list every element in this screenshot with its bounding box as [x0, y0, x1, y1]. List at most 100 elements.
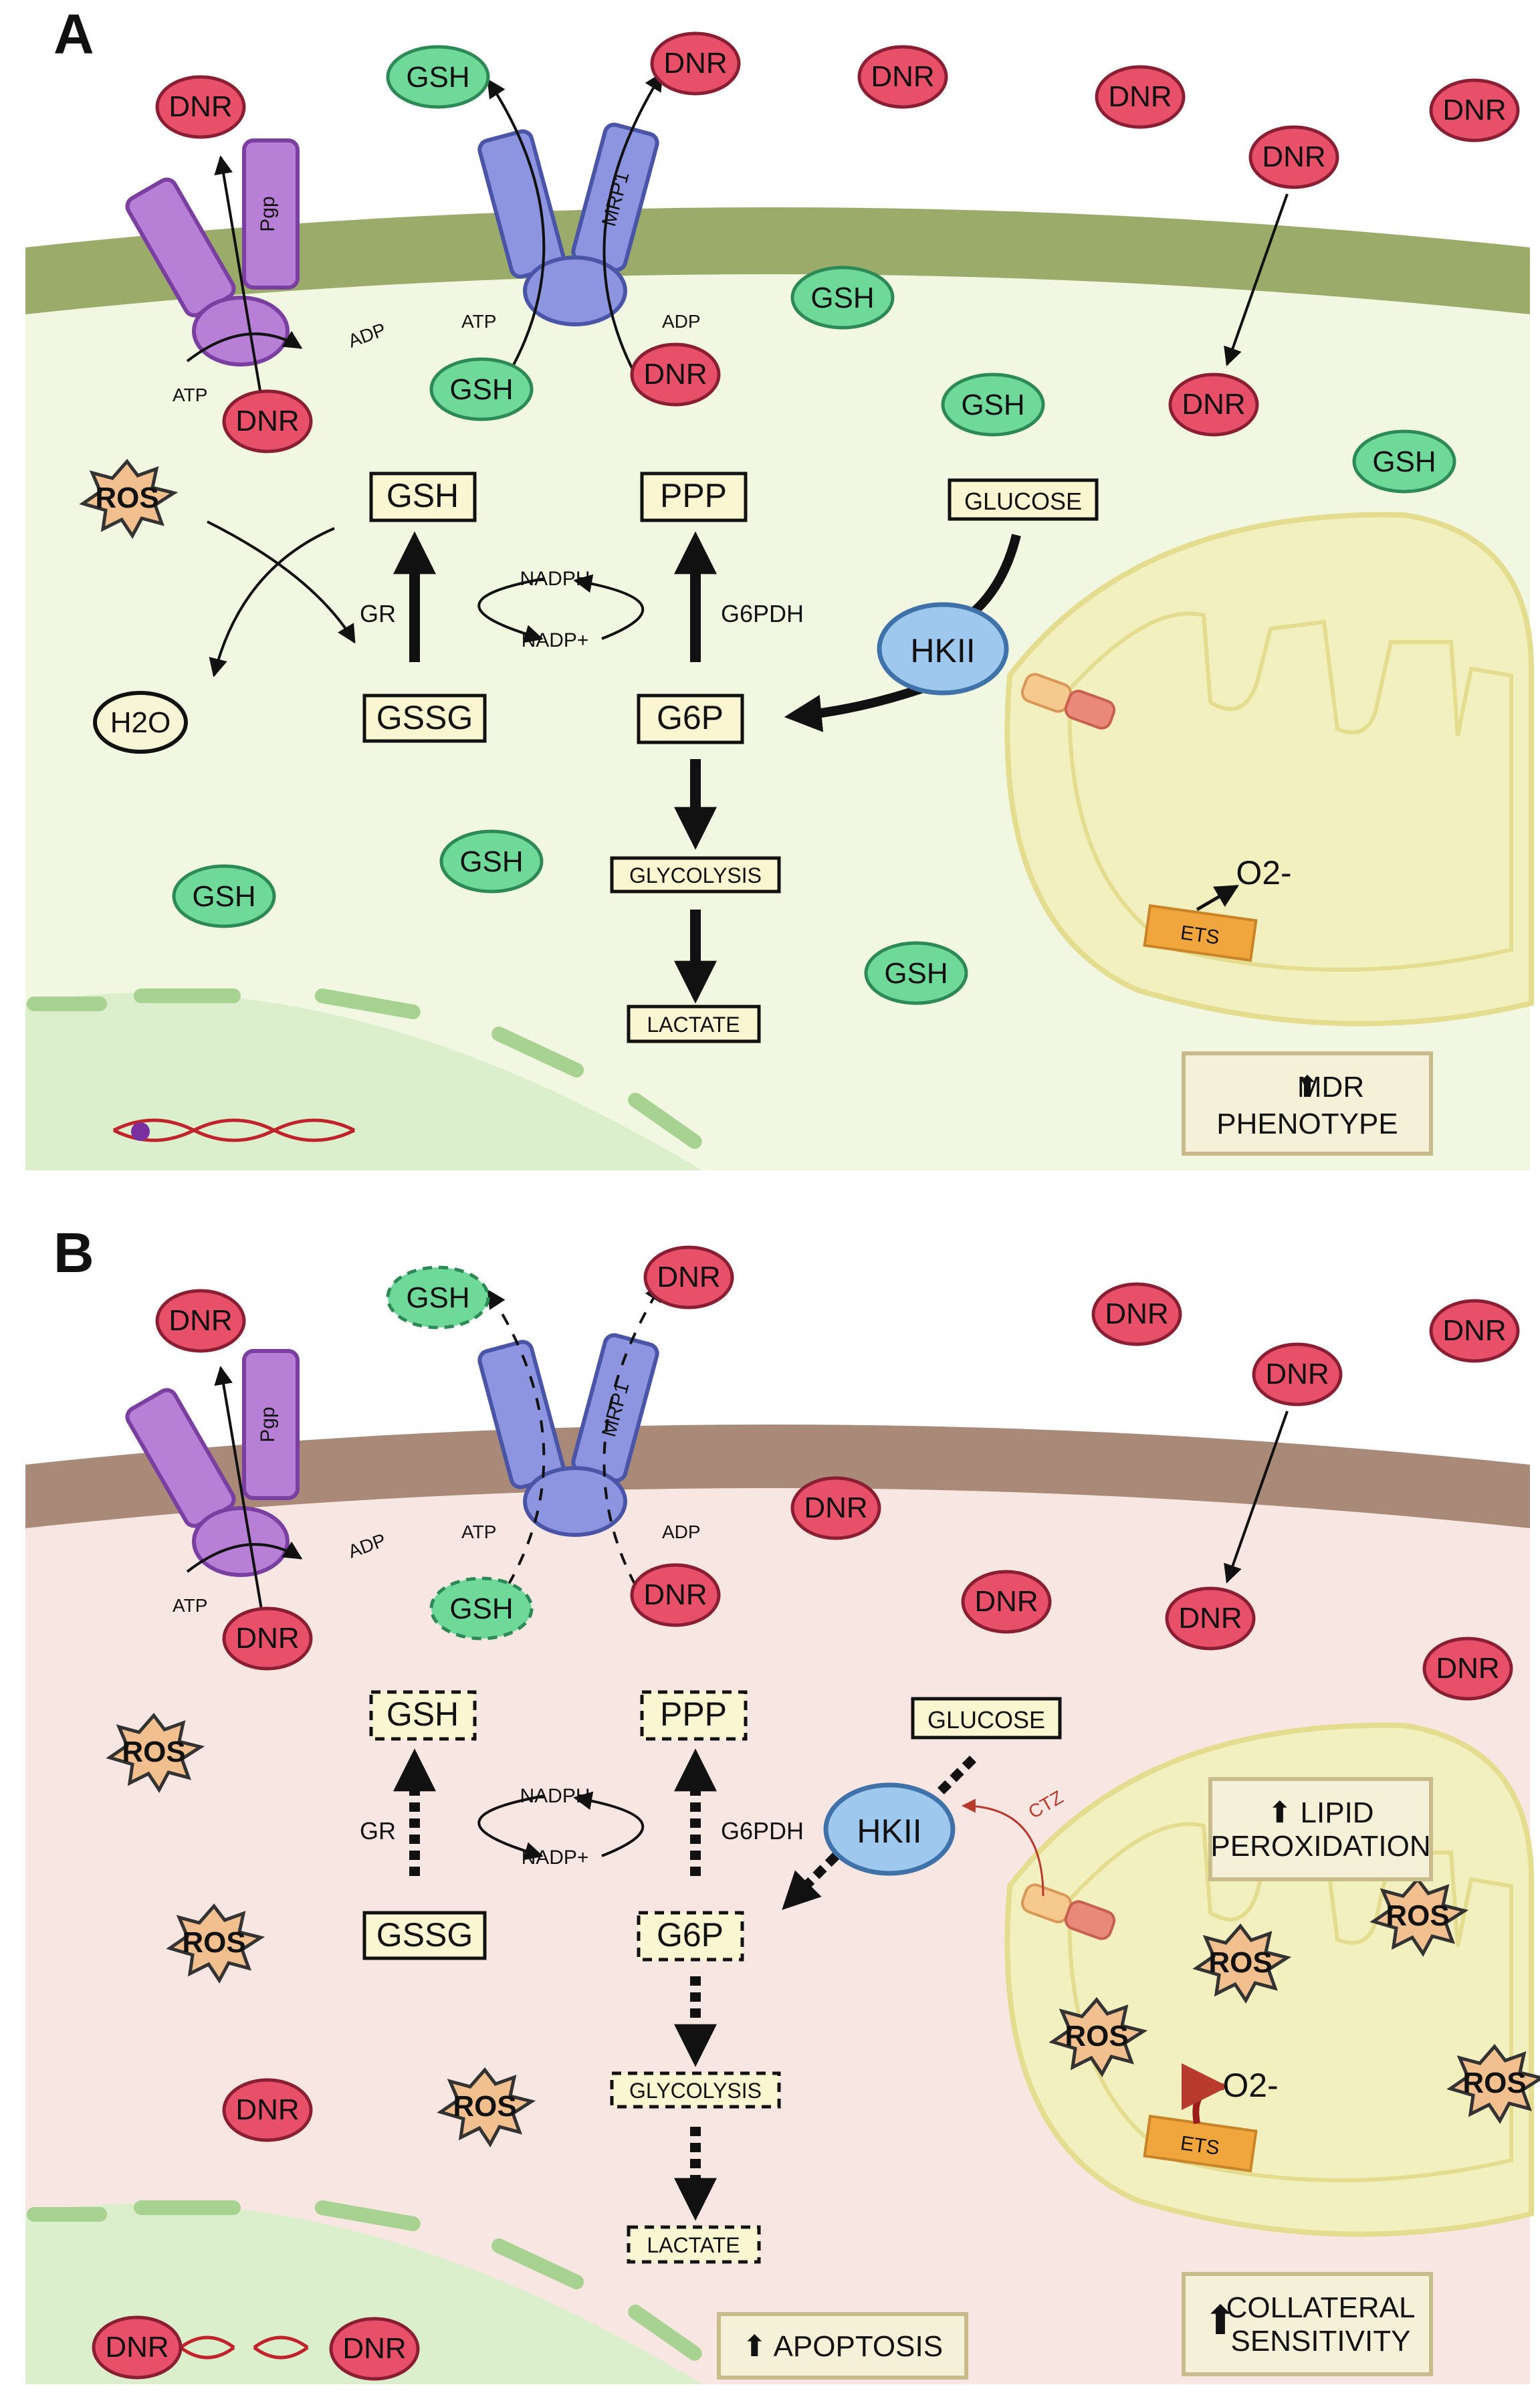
nadph-to-nadp-a [477, 577, 546, 643]
cell-membrane-b [25, 1425, 1530, 1528]
svg-text:GSH: GSH [387, 1695, 459, 1733]
svg-text:GSH: GSH [406, 1281, 469, 1314]
svg-text:GLUCOSE: GLUCOSE [927, 1706, 1045, 1734]
svg-text:G6P: G6P [657, 1916, 724, 1954]
nadp-label-a: NADP+ [522, 629, 589, 651]
glucose-to-hkii-b [933, 1756, 976, 1799]
pgp-atp-a: ATP [173, 385, 207, 405]
svg-text:ROS: ROS [122, 1736, 185, 1768]
svg-text:DNR: DNR [235, 2093, 299, 2126]
svg-text:GSSG: GSSG [376, 699, 473, 736]
svg-text:DNR: DNR [169, 1304, 232, 1337]
mrp1-transporter-a: MRP1 ATP ADP [461, 72, 701, 375]
svg-text:DNR: DNR [1262, 140, 1325, 173]
ets-label-a: ETS [1179, 922, 1220, 949]
g6p-box-a: G6P [637, 694, 744, 744]
outcome-mdr-text: ⬆ [1295, 1071, 1320, 1104]
nadph-label-b: NADPH [520, 1785, 590, 1807]
cristae-a [1067, 611, 1513, 972]
svg-text:GSH: GSH [387, 477, 459, 514]
svg-text:DNR: DNR [871, 60, 934, 93]
superoxide-label-a: O2- [1236, 854, 1291, 892]
glucose-box-b: GLUCOSE [911, 1697, 1062, 1740]
gssg-box-b: GSSG [362, 1911, 487, 1960]
svg-text:DNR: DNR [342, 2332, 406, 2365]
ets-a [1143, 904, 1258, 962]
panel-a: A ETS O2- [25, 3, 1534, 1170]
dnr-influx-arrow-a [1224, 193, 1289, 367]
svg-text:PEROXIDATION: PEROXIDATION [1210, 1830, 1430, 1863]
svg-text:DNR: DNR [235, 1622, 299, 1655]
ctz-arrow-b [961, 1798, 1044, 1897]
svg-text:GLYCOLYSIS: GLYCOLYSIS [629, 863, 762, 887]
svg-text:ROS: ROS [95, 482, 158, 514]
g6pdh-label-a: G6PDH [721, 600, 804, 627]
pgp-transporter-a: Pgp ATP ADP [125, 138, 389, 415]
pgp-label-b: Pgp [257, 1406, 279, 1442]
dna-a [112, 1118, 356, 1142]
glycolysis-box-a: GLYCOLYSIS [610, 856, 781, 894]
svg-text:DNR: DNR [1436, 1652, 1499, 1685]
svg-text:DNR: DNR [1265, 1358, 1329, 1390]
nadp-to-nadph-a [573, 574, 645, 640]
svg-text:GSH: GSH [406, 61, 469, 94]
gsh-box-b: GSH [369, 1690, 477, 1741]
pgp-atp-b: ATP [173, 1595, 207, 1616]
svg-text:DNR: DNR [657, 1261, 720, 1293]
outcome-mdr-a: ⬆ MDR PHENOTYPE [1182, 1051, 1433, 1156]
svg-text:GLUCOSE: GLUCOSE [964, 488, 1082, 515]
gssg-box-a: GSSG [362, 694, 487, 743]
svg-text:⬆: ⬆ [1204, 2298, 1237, 2343]
svg-text:H2O: H2O [110, 706, 171, 739]
svg-text:LACTATE: LACTATE [647, 1013, 740, 1037]
gsh-box-a: GSH [369, 472, 477, 522]
gr-label-a: GR [360, 600, 396, 627]
outcome-apoptosis-b: ⬆ APOPTOSIS [717, 2312, 968, 2380]
nuclear-envelope-b [27, 2200, 702, 2361]
ros-to-gssg-arrow-a [207, 520, 356, 644]
svg-text:ROS: ROS [1386, 1899, 1449, 1932]
ant-a [1064, 690, 1116, 730]
svg-text:GSH: GSH [810, 282, 874, 314]
svg-text:GLYCOLYSIS: GLYCOLYSIS [629, 2079, 762, 2103]
hkii-to-g6p-b [782, 1853, 839, 1910]
svg-text:⬆ APOPTOSIS: ⬆ APOPTOSIS [742, 2330, 943, 2363]
glucose-box-a: GLUCOSE [948, 478, 1099, 521]
svg-text:DNR: DNR [804, 1491, 867, 1524]
svg-text:⬆ LIPID: ⬆ LIPID [1267, 1796, 1373, 1829]
g6p-box-b: G6P [637, 1911, 744, 1962]
hkii-a: HKII [877, 602, 1009, 696]
pgp-transporter-b: Pgp ATP ADP [125, 1349, 389, 1626]
panel-b: B ETS O2- Pgp [25, 1221, 1540, 2384]
svg-text:ROS: ROS [182, 1926, 245, 1959]
ets-b [1143, 2114, 1258, 2173]
svg-text:DNR: DNR [974, 1585, 1038, 1618]
svg-text:ROS: ROS [1065, 2020, 1128, 2053]
ets-label-b: ETS [1179, 2132, 1220, 2160]
svg-text:PPP: PPP [660, 1695, 727, 1733]
mrp1-atp-b: ATP [461, 1522, 496, 1542]
svg-text:ROS: ROS [1208, 1946, 1272, 1979]
svg-text:DNR: DNR [1105, 1297, 1168, 1330]
svg-text:PPP: PPP [660, 477, 727, 514]
ros-a: ROS [79, 459, 179, 539]
mrp1-transporter-b: MRP1 ATP ADP [461, 1282, 701, 1586]
dnr-influx-arrow-b [1224, 1411, 1289, 1584]
ant-b [1064, 1900, 1116, 1940]
dna-damaged-b [179, 2335, 309, 2360]
g6pdh-label-b: G6PDH [721, 1817, 804, 1845]
svg-text:COLLATERAL: COLLATERAL [1226, 2291, 1416, 2324]
panel-letter-b: B [53, 1221, 94, 1284]
svg-text:DNR: DNR [235, 405, 299, 437]
svg-text:DNR: DNR [1182, 388, 1245, 421]
svg-text:GSH: GSH [1372, 445, 1436, 478]
glycolysis-box-b: GLYCOLYSIS [610, 2071, 781, 2109]
dnr-molecules-b: DNR DNR DNR DNR DNR DNR DNR DNR DNR DNR … [92, 1245, 1520, 2381]
water-a: H2O [93, 691, 188, 754]
gr-label-b: GR [360, 1817, 396, 1845]
svg-text:HKII: HKII [910, 632, 975, 669]
cell-membrane-a [25, 207, 1530, 314]
nadph-to-nadp-b [477, 1794, 546, 1861]
